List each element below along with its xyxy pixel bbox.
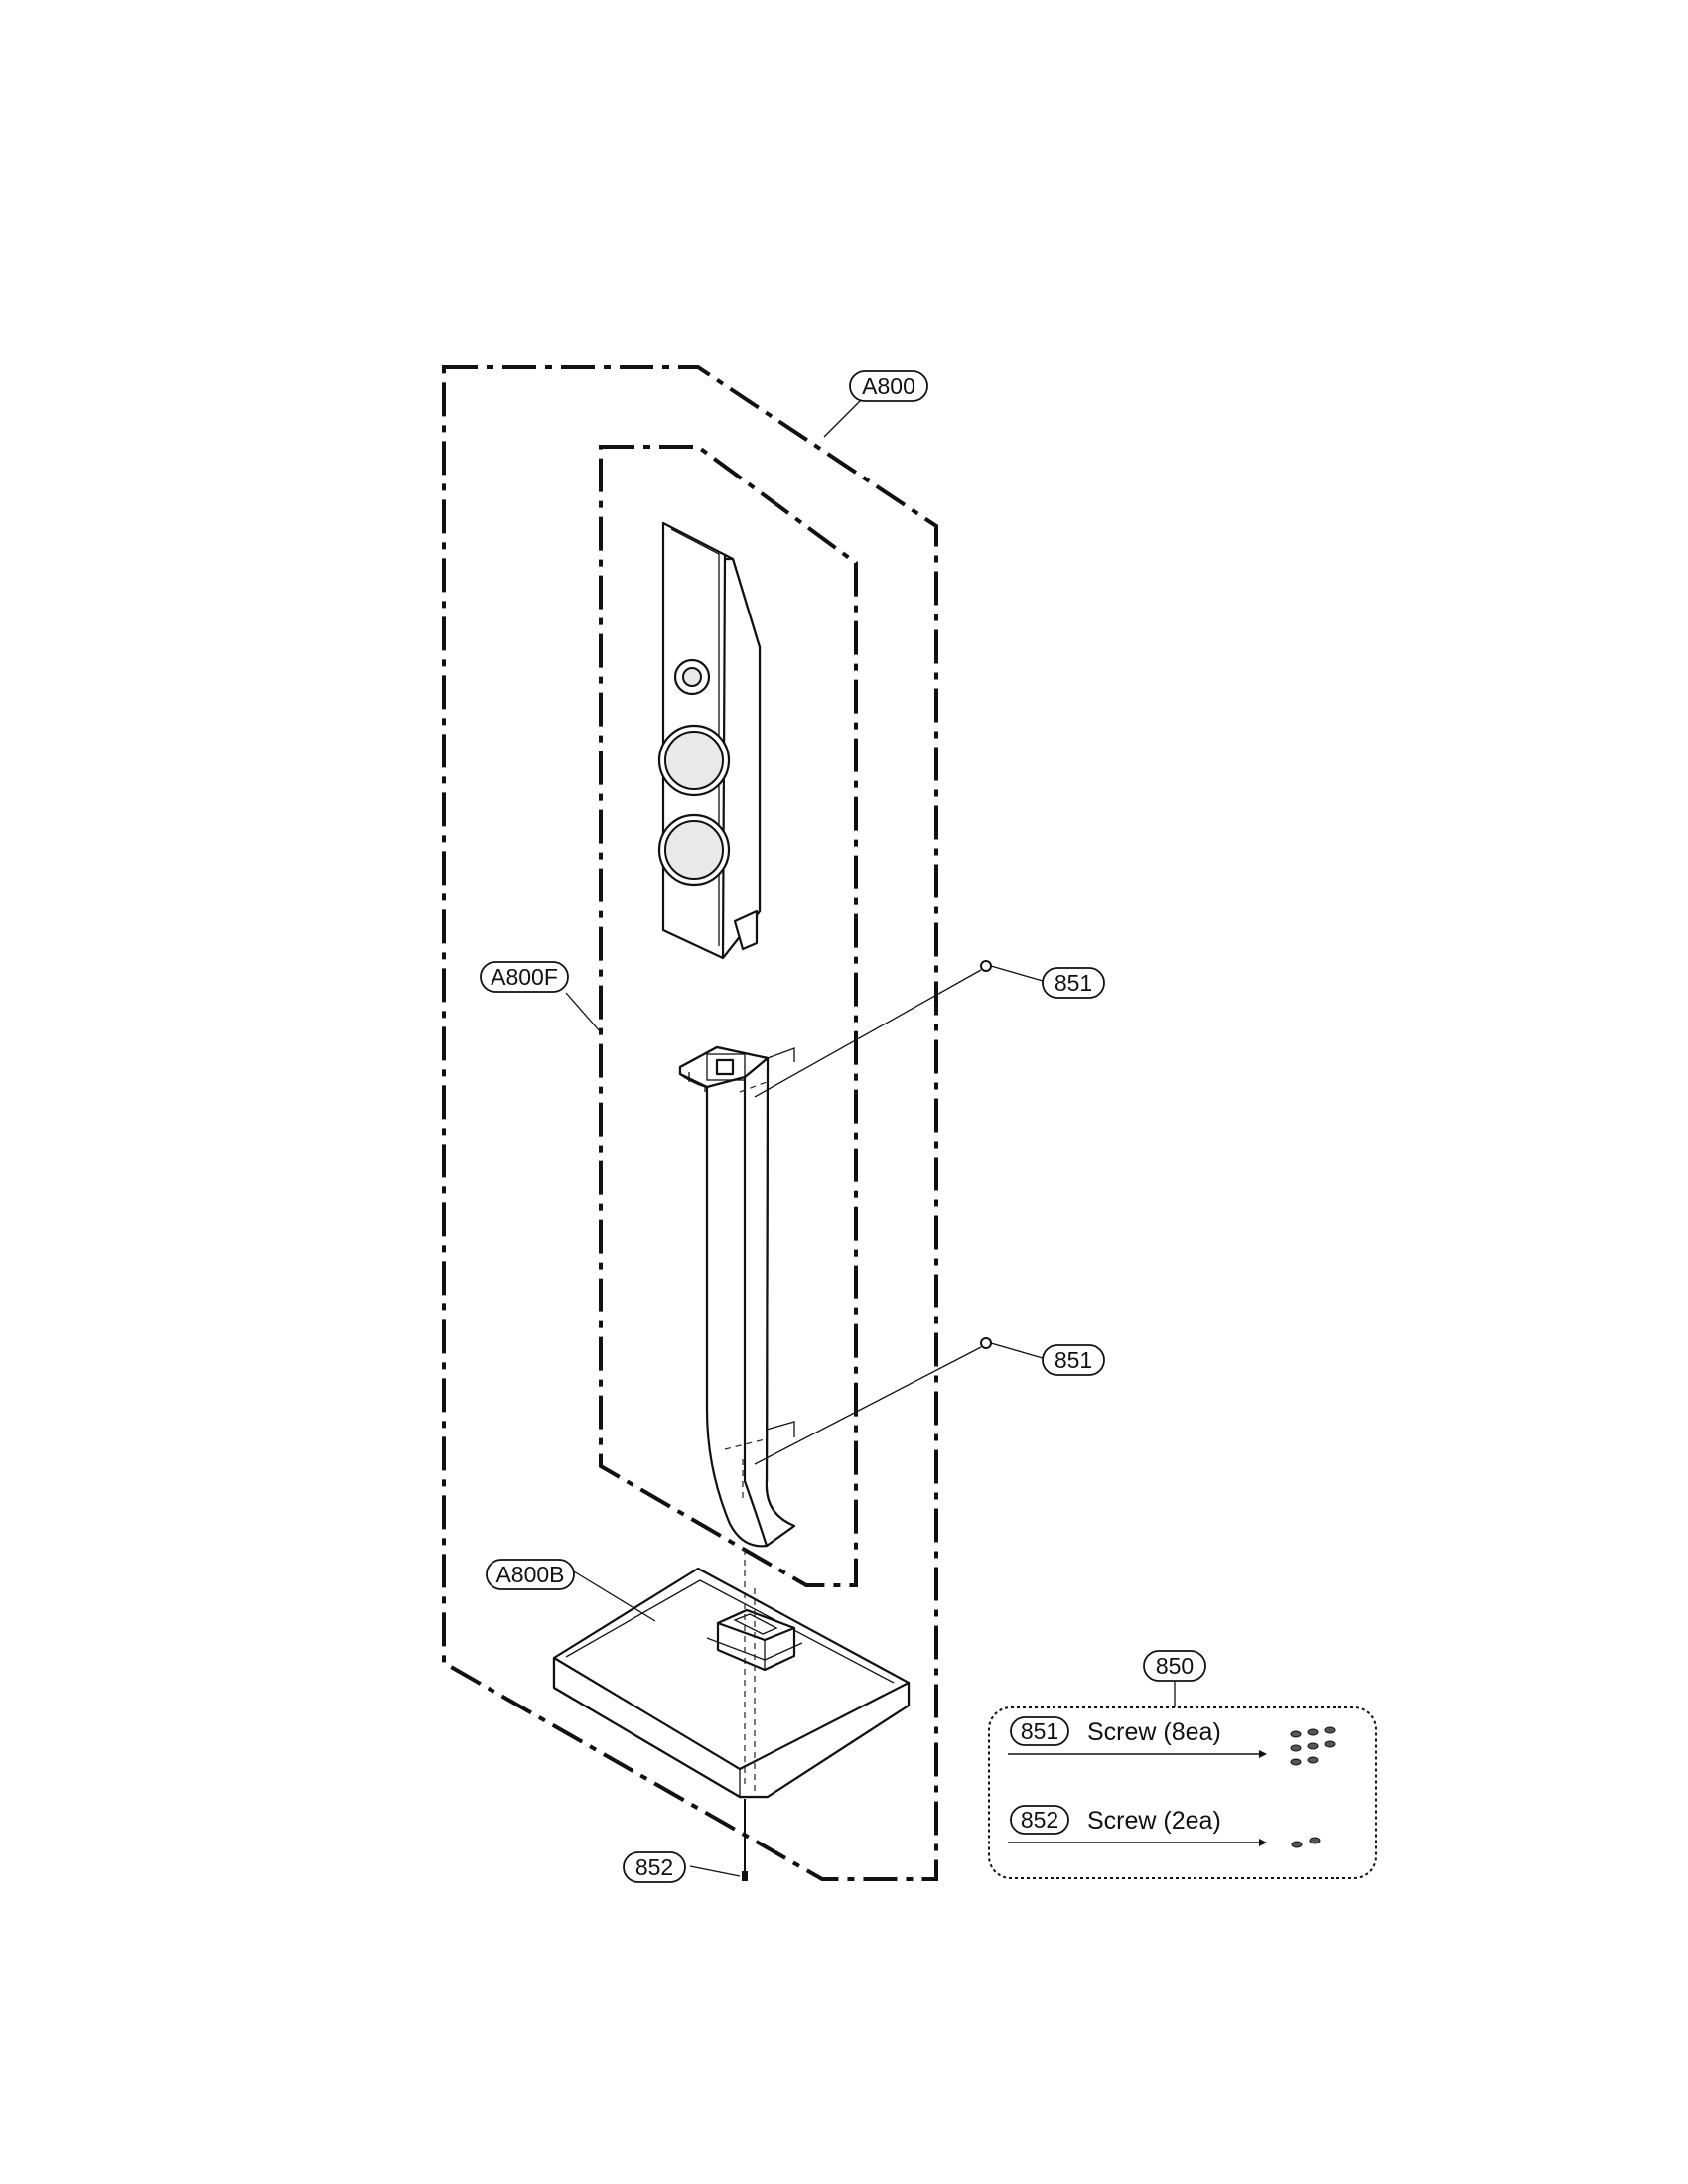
leader-line (754, 1346, 982, 1465)
svg-text:851: 851 (1055, 1347, 1092, 1373)
svg-text:851: 851 (1021, 1718, 1058, 1744)
callout-850: 850 (1143, 1650, 1206, 1682)
callout-851-upper: 851 (1042, 967, 1105, 999)
svg-text:852: 852 (1021, 1807, 1058, 1833)
svg-text:A800B: A800B (495, 1562, 564, 1587)
callout-a800: A800 (849, 370, 928, 402)
leader-line (568, 1568, 656, 1622)
svg-text:850: 850 (1156, 1653, 1194, 1679)
screw-851-lower-shape (980, 1337, 992, 1349)
callout-852: 852 (623, 1851, 686, 1883)
leader-line (689, 1865, 741, 1877)
speaker-front-panel (657, 521, 762, 960)
leader-line (754, 969, 982, 1098)
screw-icon-group-2 (1291, 1837, 1321, 1848)
screw-icon-group-8 (1290, 1726, 1336, 1766)
svg-text:A800F: A800F (491, 964, 558, 990)
screw-852-shape (742, 1799, 748, 1881)
leader-line (823, 396, 865, 438)
leader-line (990, 1342, 1044, 1359)
leader-line (990, 965, 1044, 982)
callout-851-lower: 851 (1042, 1344, 1105, 1376)
svg-text:A800: A800 (862, 373, 915, 399)
callout-a800b: A800B (486, 1559, 575, 1590)
svg-text:Screw (2ea): Screw (2ea) (1087, 1807, 1221, 1835)
legend-row-851: 851 Screw (8ea) (1008, 1716, 1336, 1766)
legend-row-852: 852 Screw (2ea) (1008, 1805, 1321, 1848)
screw-kit-legend: 851 Screw (8ea) 852 Screw (2ea) (988, 1706, 1377, 1879)
assembly-boundary-a800f (599, 445, 858, 1587)
assembly-boundary-a800 (442, 365, 938, 1881)
leader-line (565, 992, 602, 1033)
svg-text:852: 852 (635, 1854, 673, 1880)
callout-a800f: A800F (480, 961, 569, 993)
stand-column (678, 1045, 796, 1548)
stand-base (552, 1549, 911, 1799)
svg-text:Screw (8ea): Screw (8ea) (1087, 1718, 1221, 1746)
screw-851-upper-shape (980, 960, 992, 972)
svg-text:851: 851 (1055, 970, 1092, 996)
